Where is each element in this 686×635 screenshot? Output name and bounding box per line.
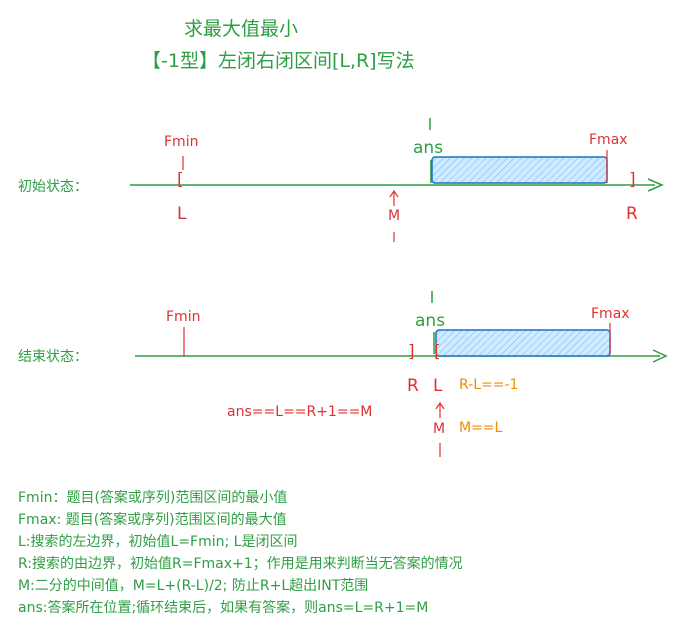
final-left-bracket: [ bbox=[434, 342, 441, 362]
initial-ans-label: ans bbox=[413, 138, 444, 158]
final-l-label: L bbox=[433, 376, 443, 396]
initial-l-label: L bbox=[177, 204, 187, 224]
final-answer-range-box bbox=[435, 329, 611, 357]
final-right-bracket: ] bbox=[408, 342, 415, 362]
final-axis-arrowhead bbox=[652, 349, 668, 363]
final-m-arrow-head bbox=[435, 401, 445, 410]
initial-left-bracket: [ bbox=[177, 170, 184, 190]
final-r-minus-l-note: R-L==-1 bbox=[459, 377, 519, 393]
initial-m-label: M bbox=[388, 208, 401, 224]
legend-fmin: Fmin：题目(答案或序列)范围区间的最小值 bbox=[18, 490, 288, 506]
initial-m-arrow-head bbox=[389, 189, 399, 198]
final-r-label: R bbox=[407, 376, 419, 396]
title-line-2: 【-1型】左闭右闭区间[L,R]写法 bbox=[142, 50, 415, 72]
initial-state-label: 初始状态： bbox=[18, 179, 88, 195]
final-state-label: 结束状态： bbox=[18, 349, 88, 365]
initial-fmax-label: Fmax bbox=[589, 132, 628, 148]
final-m-eq-l-note: M==L bbox=[459, 420, 503, 436]
title-line-1: 求最大值最小 bbox=[184, 18, 299, 40]
final-fmax-label: Fmax bbox=[591, 306, 630, 322]
initial-fmin-label: Fmin bbox=[164, 134, 199, 150]
legend-r: R:搜索的由边界，初始值R=Fmax+1；作用是用来判断当无答案的情况 bbox=[18, 556, 463, 572]
final-m-label: M bbox=[433, 421, 446, 437]
initial-r-label: R bbox=[626, 204, 638, 224]
initial-answer-range-box bbox=[431, 156, 608, 184]
initial-axis-arrowhead bbox=[647, 178, 664, 192]
legend-ans: ans:答案所在位置;循环结束后，如果有答案，则ans=L=R+1=M bbox=[18, 600, 429, 616]
final-fmin-label: Fmin bbox=[166, 309, 201, 325]
legend-fmax: Fmax: 题目(答案或序列)范围区间的最大值 bbox=[18, 512, 287, 528]
initial-right-bracket: ] bbox=[629, 170, 636, 190]
legend-m: M:二分的中间值，M=L+(R-L)/2; 防止R+L超出INT范围 bbox=[18, 578, 369, 594]
final-ans-label: ans bbox=[415, 311, 446, 331]
final-equation: ans==L==R+1==M bbox=[227, 404, 373, 420]
legend-l: L:搜索的左边界，初始值L=Fmin; L是闭区间 bbox=[18, 534, 298, 550]
